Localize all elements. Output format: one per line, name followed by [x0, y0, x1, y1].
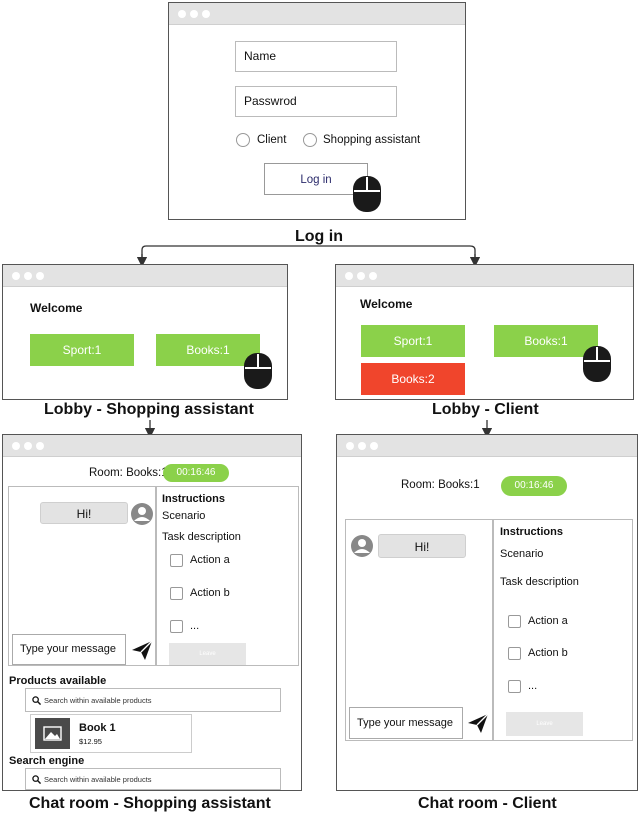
- send-icon[interactable]: [130, 638, 154, 662]
- assistant-radio-label: Shopping assistant: [323, 134, 421, 146]
- product-search-input[interactable]: Search within available products: [25, 688, 281, 712]
- mouse-icon: [352, 175, 382, 213]
- chat-client-caption: Chat room - Client: [418, 795, 557, 812]
- search-icon: [32, 775, 41, 784]
- window-titlebar: [336, 265, 633, 287]
- leave-button[interactable]: Leave: [506, 712, 583, 736]
- welcome-label: Welcome: [30, 301, 83, 315]
- timer-badge: 00:16:46: [163, 464, 229, 482]
- room-button-books-1[interactable]: Books:1: [494, 325, 598, 357]
- window-dot: [346, 442, 354, 450]
- window-titlebar: [3, 265, 287, 287]
- lobby-assistant-caption: Lobby - Shopping assistant: [44, 401, 254, 418]
- action-label: ...: [190, 620, 200, 632]
- room-button-sport[interactable]: Sport:1: [30, 334, 134, 366]
- send-icon[interactable]: [466, 711, 490, 735]
- product-card[interactable]: Book 1 $12.95: [30, 714, 192, 753]
- task-description-label: Task description: [162, 531, 241, 543]
- login-window: Name Passwrod Client Shopping assistant …: [168, 2, 466, 220]
- search-icon: [32, 696, 41, 705]
- message-input[interactable]: Type your message: [12, 634, 126, 665]
- client-radio[interactable]: [236, 133, 250, 147]
- product-name: Book 1: [79, 722, 116, 734]
- window-dot: [24, 442, 32, 450]
- window-dot: [370, 442, 378, 450]
- room-label: Room: Books:1: [401, 479, 480, 491]
- window-dot: [190, 10, 198, 18]
- action-label: Action a: [528, 615, 568, 627]
- action-label: ...: [528, 680, 538, 692]
- room-button-books-2[interactable]: Books:2: [361, 363, 465, 395]
- timer-badge: 00:16:46: [501, 476, 567, 496]
- window-dot: [178, 10, 186, 18]
- leave-button[interactable]: Leave: [169, 643, 246, 665]
- lobby-client-window: Welcome Sport:1 Books:1 Books:2: [335, 264, 634, 400]
- instructions-heading: Instructions: [162, 493, 225, 505]
- window-dot: [357, 272, 365, 280]
- window-dot: [36, 272, 44, 280]
- client-radio-label: Client: [257, 134, 287, 146]
- window-titlebar: [169, 3, 465, 25]
- mouse-icon: [243, 352, 273, 390]
- avatar-icon: [130, 502, 154, 526]
- chat-pane: Hi! Type your message: [345, 519, 493, 741]
- chat-assistant-window: Room: Books:1 00:16:46 Hi! Type your mes…: [2, 434, 302, 791]
- window-titlebar: [337, 435, 637, 457]
- action-checkbox[interactable]: [508, 615, 521, 628]
- action-checkbox[interactable]: [170, 587, 183, 600]
- action-label: Action b: [190, 587, 230, 599]
- chat-pane: Hi! Type your message: [8, 486, 156, 666]
- assistant-radio[interactable]: [303, 133, 317, 147]
- engine-search-placeholder: Search within available products: [44, 775, 152, 784]
- window-dot: [369, 272, 377, 280]
- action-checkbox[interactable]: [508, 680, 521, 693]
- chat-assistant-caption: Chat room - Shopping assistant: [29, 795, 271, 812]
- window-dot: [24, 272, 32, 280]
- login-caption: Log in: [295, 228, 343, 245]
- login-button[interactable]: Log in: [264, 163, 368, 195]
- action-checkbox[interactable]: [170, 620, 183, 633]
- chat-bubble: Hi!: [378, 534, 466, 558]
- mouse-icon: [582, 345, 612, 383]
- room-label: Room: Books:1: [89, 467, 168, 479]
- search-engine-heading: Search engine: [9, 755, 85, 767]
- window-dot: [12, 442, 20, 450]
- image-placeholder-icon: [35, 718, 70, 749]
- product-price: $12.95: [79, 737, 102, 746]
- products-heading: Products available: [9, 675, 107, 687]
- product-search-placeholder: Search within available products: [44, 696, 152, 705]
- password-field[interactable]: Passwrod: [235, 86, 397, 117]
- window-dot: [358, 442, 366, 450]
- lobby-client-caption: Lobby - Client: [432, 401, 539, 418]
- scenario-label: Scenario: [500, 548, 544, 560]
- chat-bubble: Hi!: [40, 502, 128, 524]
- welcome-label: Welcome: [360, 297, 413, 311]
- instructions-pane: Instructions Scenario Task description A…: [156, 486, 299, 666]
- engine-search-input[interactable]: Search within available products: [25, 768, 281, 790]
- task-description-label: Task description: [500, 576, 579, 588]
- room-button-sport[interactable]: Sport:1: [361, 325, 465, 357]
- action-checkbox[interactable]: [508, 647, 521, 660]
- message-input[interactable]: Type your message: [349, 707, 463, 739]
- chat-client-window: Room: Books:1 00:16:46 Hi! Type your mes…: [336, 434, 638, 791]
- action-label: Action a: [190, 554, 230, 566]
- scenario-label: Scenario: [162, 510, 206, 522]
- action-label: Action b: [528, 647, 568, 659]
- instructions-heading: Instructions: [500, 526, 563, 538]
- window-dot: [12, 272, 20, 280]
- room-button-books[interactable]: Books:1: [156, 334, 260, 366]
- avatar-icon: [350, 534, 374, 558]
- window-dot: [36, 442, 44, 450]
- window-dot: [202, 10, 210, 18]
- action-checkbox[interactable]: [170, 554, 183, 567]
- lobby-assistant-window: Welcome Sport:1 Books:1: [2, 264, 288, 400]
- instructions-pane: Instructions Scenario Task description A…: [493, 519, 633, 741]
- window-dot: [345, 272, 353, 280]
- window-titlebar: [3, 435, 301, 457]
- name-field[interactable]: Name: [235, 41, 397, 72]
